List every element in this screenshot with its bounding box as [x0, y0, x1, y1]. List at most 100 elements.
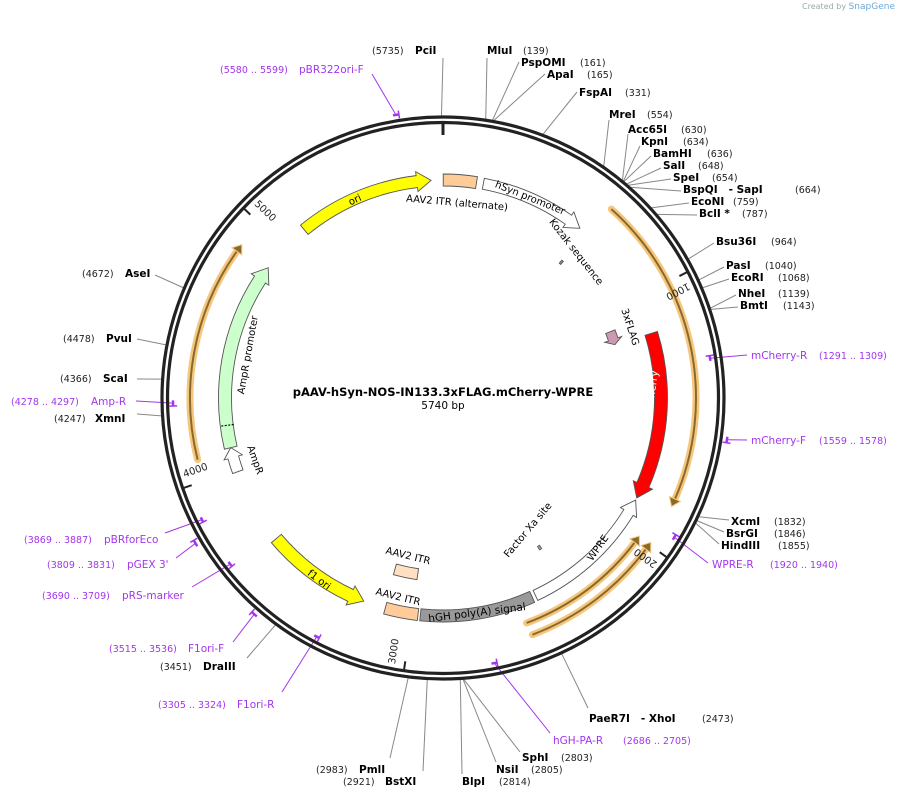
- primer-name: pBR322ori-F: [299, 64, 364, 76]
- restriction-site-name: BstXI: [385, 776, 416, 788]
- restriction-site-name: PasI: [726, 260, 751, 272]
- restriction-site-position: (1832): [774, 517, 806, 528]
- site-leader-line: [603, 119, 610, 167]
- credit-prefix: Created by: [802, 2, 847, 11]
- site-leader-line: [459, 679, 463, 775]
- feature-wpre: [532, 499, 638, 602]
- tick-mark: [402, 661, 407, 672]
- primer-mark: [192, 539, 199, 547]
- feature-mcherry: [632, 330, 668, 499]
- restriction-site-name: ApaI: [547, 69, 574, 81]
- ampr-dotted-divider: [219, 423, 234, 427]
- restriction-site-name: BlpI: [462, 776, 485, 788]
- site-leader-line: [422, 679, 428, 772]
- feature-factor-xa-site: [536, 544, 543, 551]
- restriction-site-name: BmtI: [740, 300, 768, 312]
- feature-label: AAV2 ITR: [384, 546, 431, 568]
- orf-layer: [186, 205, 700, 639]
- orf-arrowhead: [668, 495, 682, 508]
- primer-mark: [392, 113, 400, 117]
- restriction-site-position: (648): [698, 161, 724, 172]
- tick-label: 5000: [252, 199, 278, 225]
- orf-line: [189, 249, 239, 460]
- primer-mark: [725, 436, 729, 443]
- feature-label: AAV2 ITR (alternate): [406, 194, 509, 214]
- site-leader-line: [688, 242, 715, 260]
- restriction-site-position: (1855): [778, 541, 810, 552]
- restriction-site-name: SpeI: [673, 172, 699, 184]
- primer-name: WPRE-R: [712, 559, 754, 571]
- primer-end-tick: [705, 354, 714, 357]
- primer-range: (1291 .. 1309): [819, 351, 887, 362]
- site-leader-line: [136, 338, 167, 346]
- plasmid-length: 5740 bp: [421, 400, 465, 412]
- site-leader-line: [710, 306, 739, 310]
- feature-hsyn-promoter: [481, 177, 581, 229]
- primer-leader-line: [191, 563, 231, 588]
- primer-leader-line: [493, 662, 551, 734]
- label-lines-layer: [135, 57, 748, 775]
- primer-name: mCherry-R: [751, 350, 807, 362]
- site-leader-line: [542, 91, 578, 135]
- orf-arrowhead: [639, 541, 652, 554]
- orf-line: [610, 208, 697, 501]
- restriction-site-name: PmlI: [359, 764, 385, 776]
- primer-name: F1ori-R: [237, 699, 274, 711]
- site-leader-line: [630, 186, 682, 192]
- feature-kozak-sequence: [558, 259, 564, 266]
- primer-range: (1920 .. 1940): [770, 560, 838, 571]
- primer-end-tick: [495, 658, 499, 667]
- primer-end-tick: [189, 537, 198, 543]
- restriction-site-position: (331): [625, 88, 651, 99]
- restriction-site-name: BsrGI: [726, 528, 758, 540]
- restriction-site-name: PaeR7I - XhoI: [589, 713, 676, 725]
- restriction-site-name: BspQI - SapI: [683, 184, 763, 196]
- restriction-site-position: (759): [733, 197, 759, 208]
- primer-name: pGEX 3': [127, 559, 169, 571]
- primer-mark: [708, 355, 712, 362]
- primer-range: (3305 .. 3324): [158, 700, 226, 711]
- restriction-site-name: PciI: [415, 45, 436, 57]
- restriction-site-name: DraIII: [203, 661, 236, 673]
- restriction-site-name: EcoNI: [691, 196, 724, 208]
- tick-label: 4000: [182, 462, 210, 481]
- primer-leader-line: [175, 542, 196, 559]
- restriction-site-position: (787): [742, 209, 768, 220]
- restriction-site-name: ScaI: [103, 373, 128, 385]
- site-leader-line: [463, 678, 521, 753]
- primer-mark: [199, 516, 205, 523]
- feature-aav2-itr-alternate-: [442, 173, 478, 190]
- feature-layer: [218, 170, 668, 623]
- site-leader-line: [246, 624, 276, 659]
- primer-range: (3515 .. 3536): [109, 644, 177, 655]
- restriction-site-position: (2473): [702, 714, 734, 725]
- restriction-site-position: (165): [587, 70, 613, 81]
- site-leader-line: [656, 213, 698, 216]
- site-leader-line: [440, 57, 444, 117]
- site-leader-line: [154, 274, 184, 289]
- primer-end-tick: [199, 519, 208, 525]
- feature-ampr-promoter: [223, 447, 244, 475]
- restriction-site-position: (654): [712, 173, 738, 184]
- restriction-site-name: BclI *: [699, 208, 730, 220]
- restriction-site-name: MluI: [487, 45, 512, 57]
- feature-3xflag: [603, 329, 624, 346]
- restriction-site-name: KpnI: [641, 136, 668, 148]
- site-leader-line: [485, 57, 488, 120]
- restriction-site-position: (139): [523, 46, 549, 57]
- restriction-site-name: NsiI: [496, 764, 519, 776]
- feature-label: hGH poly(A) signal: [428, 601, 527, 625]
- restriction-site-position: (2983): [316, 765, 348, 776]
- restriction-site-position: (1139): [778, 289, 810, 300]
- site-leader-line: [622, 145, 641, 182]
- restriction-site-name: Bsu36I: [716, 236, 756, 248]
- feature-ori: [299, 170, 432, 236]
- feature-label: 3xFLAG: [618, 307, 640, 347]
- primer-end-tick: [722, 441, 731, 445]
- site-leader-line: [389, 677, 409, 759]
- restriction-site-name: HindIII: [721, 540, 760, 552]
- restriction-site-position: (4247): [54, 414, 86, 425]
- site-leader-line: [698, 516, 730, 521]
